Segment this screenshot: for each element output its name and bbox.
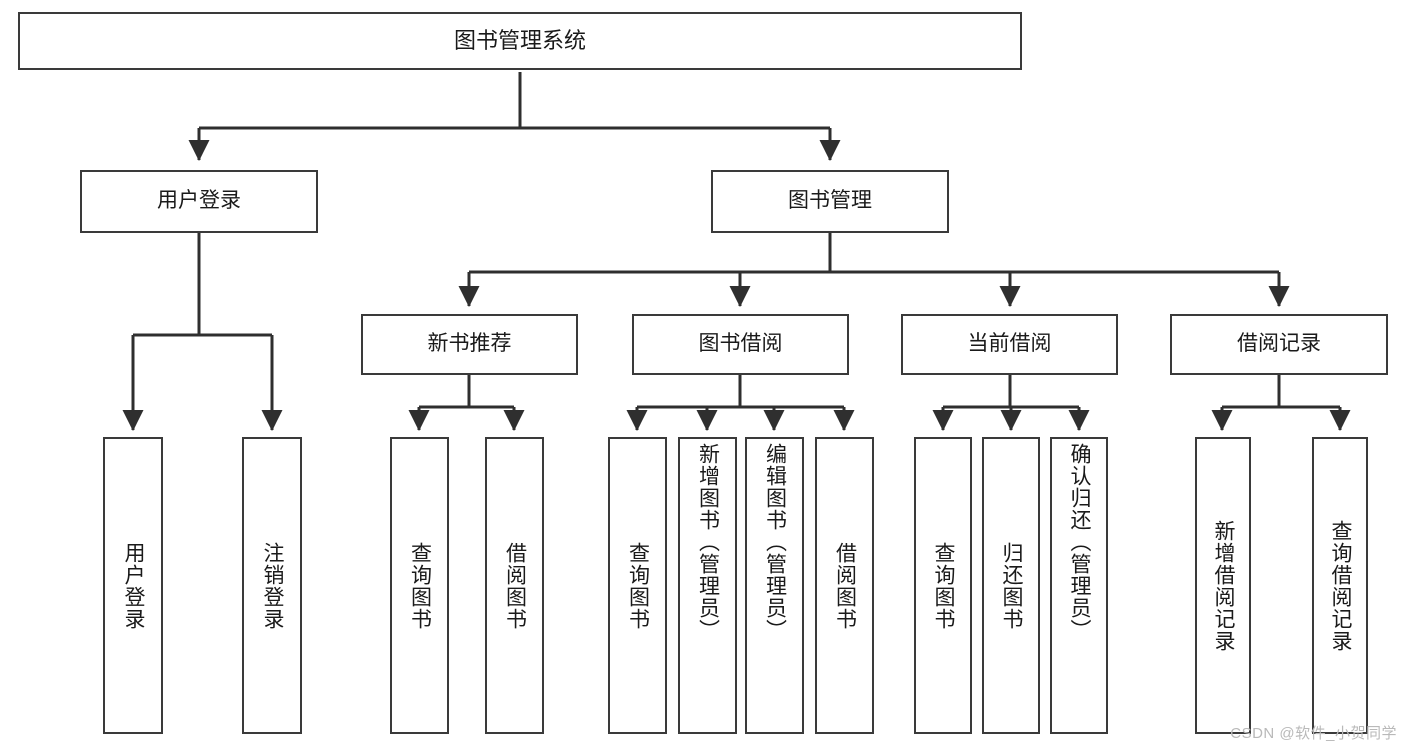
leaf-recommend-borrow-book[interactable]: 借阅图书: [485, 437, 544, 734]
node-label: 新增图书（管理员）: [696, 443, 720, 641]
node-label: 新增借阅记录: [1212, 519, 1236, 652]
node-label: 新书推荐: [427, 332, 512, 356]
node-book-borrow[interactable]: 图书借阅: [632, 314, 849, 375]
leaf-user-login-logout[interactable]: 注销登录: [242, 437, 302, 734]
node-label: 图书管理: [788, 189, 872, 213]
node-label: 确认归还（管理员）: [1068, 443, 1092, 641]
leaf-borrow-edit-book-admin[interactable]: 编辑图书（管理员）: [745, 437, 804, 734]
node-current-borrow[interactable]: 当前借阅: [901, 314, 1118, 375]
leaf-current-return-book[interactable]: 归还图书: [982, 437, 1040, 734]
leaf-borrow-add-book-admin[interactable]: 新增图书（管理员）: [678, 437, 737, 734]
node-label: 图书管理系统: [453, 28, 586, 54]
node-label: 当前借阅: [967, 332, 1052, 356]
leaf-record-query-record[interactable]: 查询借阅记录: [1312, 437, 1368, 734]
node-label: 查询图书: [932, 541, 956, 630]
node-label: 归还图书: [1000, 541, 1024, 630]
leaf-borrow-borrow-book[interactable]: 借阅图书: [815, 437, 874, 734]
node-root-system[interactable]: 图书管理系统: [18, 12, 1022, 70]
node-new-book-recommend[interactable]: 新书推荐: [361, 314, 578, 375]
leaf-borrow-query-book[interactable]: 查询图书: [608, 437, 667, 734]
node-user-login[interactable]: 用户登录: [80, 170, 318, 233]
leaf-current-confirm-return-admin[interactable]: 确认归还（管理员）: [1050, 437, 1108, 734]
node-label: 图书借阅: [698, 332, 783, 356]
node-label: 编辑图书（管理员）: [763, 443, 787, 641]
node-book-management[interactable]: 图书管理: [711, 170, 949, 233]
node-label: 用户登录: [157, 189, 241, 213]
node-label: 借阅图书: [503, 541, 527, 630]
node-label: 借阅记录: [1237, 332, 1321, 356]
node-label: 注销登录: [261, 541, 285, 630]
leaf-record-add-record[interactable]: 新增借阅记录: [1195, 437, 1251, 734]
csdn-watermark: CSDN @软件_小贺同学: [1230, 725, 1397, 742]
node-label: 查询图书: [626, 541, 650, 630]
leaf-user-login-login[interactable]: 用户登录: [103, 437, 163, 734]
node-label: 用户登录: [122, 541, 146, 630]
node-label: 查询借阅记录: [1329, 519, 1353, 652]
leaf-current-query-book[interactable]: 查询图书: [914, 437, 972, 734]
node-label: 查询图书: [408, 541, 432, 630]
node-borrow-record[interactable]: 借阅记录: [1170, 314, 1388, 375]
leaf-recommend-query-book[interactable]: 查询图书: [390, 437, 449, 734]
node-label: 借阅图书: [833, 541, 857, 630]
